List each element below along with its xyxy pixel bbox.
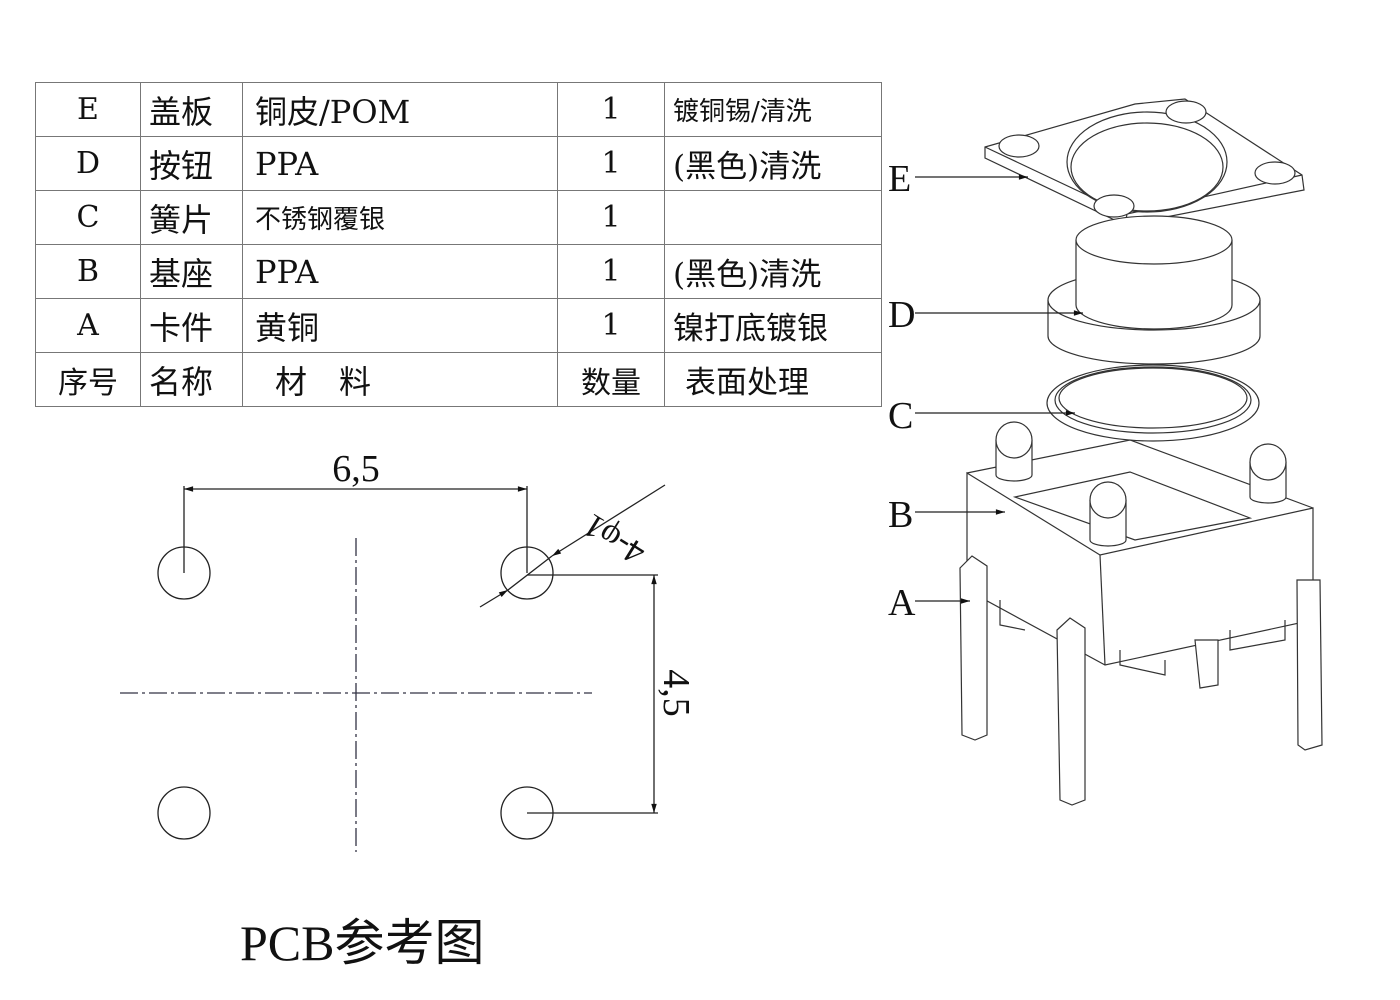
header-name: 名称 <box>140 352 243 407</box>
diameter-leader-line <box>551 484 666 557</box>
part-qty: 1 <box>557 298 665 353</box>
part-id: E <box>35 82 141 137</box>
part-qty: 1 <box>557 136 665 191</box>
dimension-vertical-label: 4,5 <box>655 669 697 717</box>
callout-label-d: D <box>888 294 915 336</box>
part-name: 盖板 <box>140 82 243 137</box>
part-name: 基座 <box>140 244 243 299</box>
part-qty: 1 <box>557 244 665 299</box>
header-qty: 数量 <box>557 352 665 407</box>
part-finish: (黑色)清洗 <box>664 136 882 191</box>
header-material: 材 料 <box>242 352 558 407</box>
dimension-horizontal-label: 6,5 <box>332 448 380 490</box>
part-name: 按钮 <box>140 136 243 191</box>
pcb-title: PCB参考图 <box>240 915 485 971</box>
part-finish: (黑色)清洗 <box>664 244 882 299</box>
callout-label-b: B <box>888 494 913 536</box>
part-d-button <box>1047 215 1261 365</box>
callout-label-e: E <box>888 158 911 200</box>
diameter-leader-line <box>507 555 553 591</box>
hole-diameter-label: 4-φ1 <box>577 506 652 572</box>
part-material: PPA <box>242 244 558 299</box>
diameter-leader-line <box>479 589 509 608</box>
part-id: D <box>35 136 141 191</box>
callouts <box>915 174 1083 604</box>
bom-table: E 盖板 铜皮/POM 1 镀铜锡/清洗 D 按钮 PPA 1 (黑色)清洗 C… <box>35 82 882 407</box>
callout-label-a: A <box>888 582 916 624</box>
pcb-hole <box>157 786 211 840</box>
callout-label-c: C <box>888 395 913 437</box>
part-qty: 1 <box>557 82 665 137</box>
part-e-cover-plate <box>984 98 1305 226</box>
header-id: 序号 <box>35 352 141 407</box>
bom-row-e: E 盖板 铜皮/POM 1 镀铜锡/清洗 <box>35 82 882 137</box>
part-c-spring <box>1046 364 1260 442</box>
pcb-footprint <box>120 484 666 852</box>
part-qty: 1 <box>557 190 665 245</box>
bom-row-d: D 按钮 PPA 1 (黑色)清洗 <box>35 136 882 191</box>
part-id: A <box>35 298 141 353</box>
exploded-view <box>959 98 1323 806</box>
bom-header-row: 序号 名称 材 料 数量 表面处理 <box>35 352 882 407</box>
part-id: B <box>35 244 141 299</box>
part-name: 簧片 <box>140 190 243 245</box>
bom-row-b: B 基座 PPA 1 (黑色)清洗 <box>35 244 882 299</box>
part-finish: 镀铜锡/清洗 <box>664 82 882 137</box>
part-finish: 镍打底镀银 <box>664 298 882 353</box>
part-b-base <box>966 421 1314 676</box>
part-finish <box>664 190 882 245</box>
header-finish: 表面处理 <box>664 352 882 407</box>
